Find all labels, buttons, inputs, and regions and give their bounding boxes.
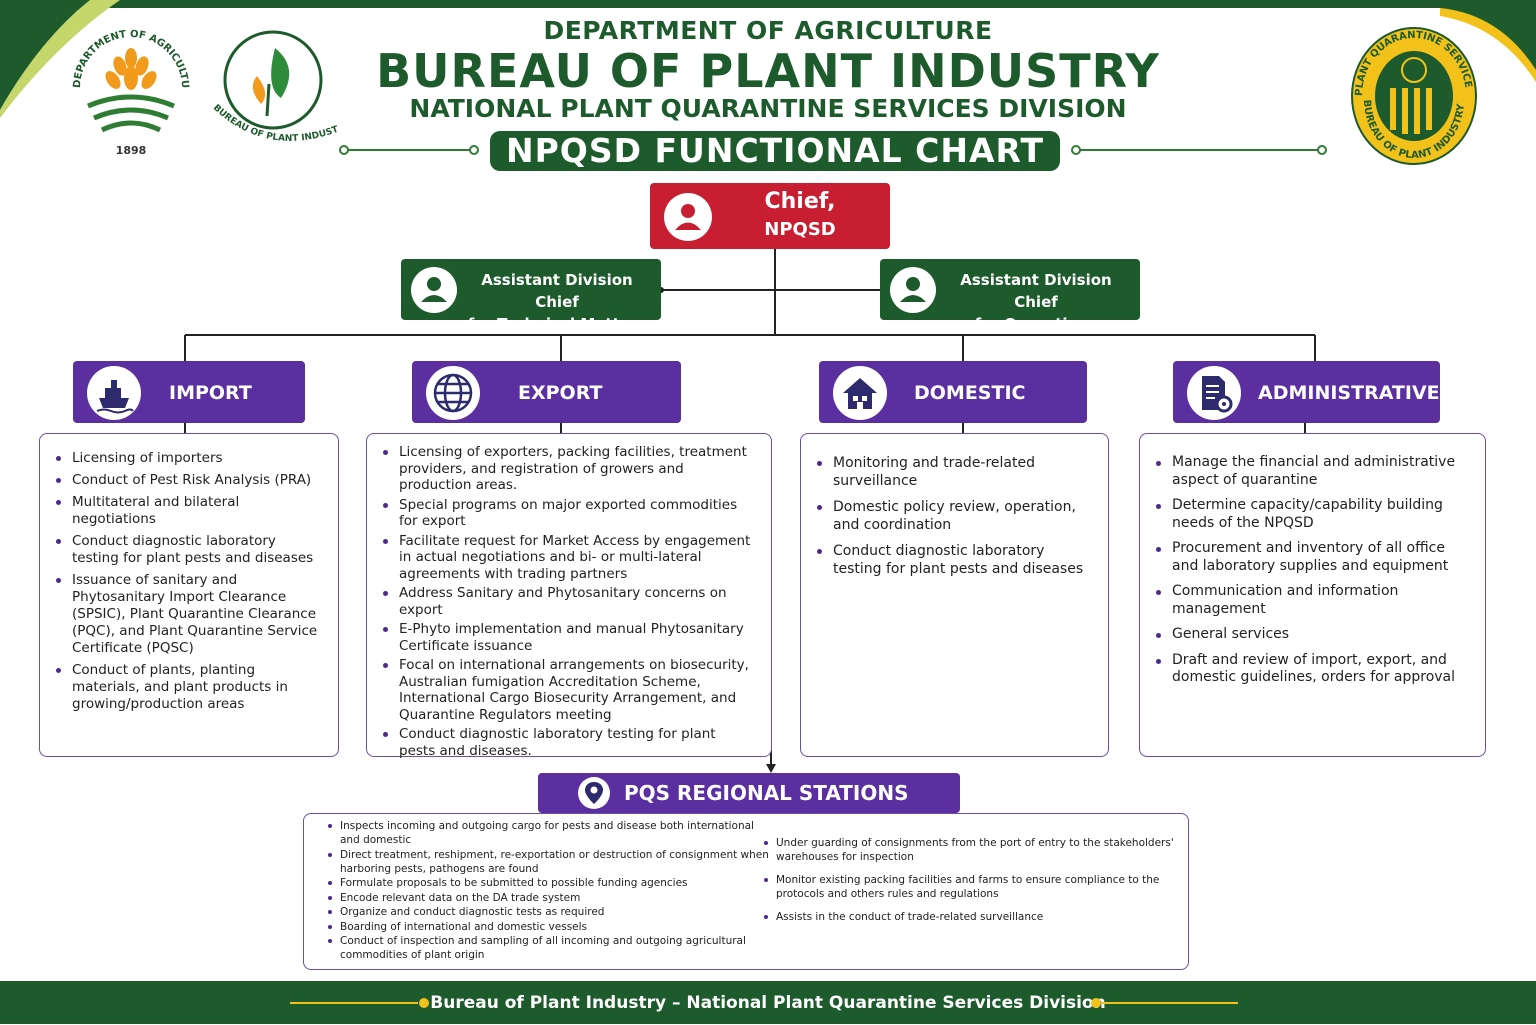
footer-left-ornament xyxy=(290,998,429,1008)
da-logo: DEPARTMENT OF AGRICULTURE 1898 xyxy=(62,10,196,158)
globe-icon xyxy=(426,366,480,420)
assistant-operations-line1: Assistant Division Chief xyxy=(960,271,1112,311)
list-item: Domestic policy review, operation, and c… xyxy=(817,498,1088,534)
person-icon xyxy=(664,193,712,241)
document-gear-icon xyxy=(1187,366,1241,420)
list-item: Draft and review of import, export, and … xyxy=(1156,652,1469,687)
domestic-label: DOMESTIC xyxy=(914,382,1026,404)
location-pin-icon xyxy=(578,777,610,809)
list-item: Procurement and inventory of all office … xyxy=(1156,540,1469,575)
list-item: Inspects incoming and outgoing cargo for… xyxy=(328,819,770,847)
list-item: Address Sanitary and Phytosanitary conce… xyxy=(383,585,755,618)
chief-title: Chief, xyxy=(764,189,836,214)
list-item: Conduct diagnostic laboratory testing fo… xyxy=(383,726,755,759)
list-item: Issuance of sanitary and Phytosanitary I… xyxy=(56,572,326,657)
list-item: General services xyxy=(1156,626,1469,644)
footer-bar xyxy=(0,981,1536,1024)
list-item: Multitateral and bilateral negotiations xyxy=(56,494,326,528)
list-item: Under guarding of consignments from the … xyxy=(764,836,1196,864)
top-bar xyxy=(0,0,1536,8)
list-item: Formulate proposals to be submitted to p… xyxy=(328,876,770,890)
pqs-seal: PLANT QUARANTINE SERVICE BUREAU OF PLANT… xyxy=(1350,26,1478,166)
list-item: Conduct diagnostic laboratory testing fo… xyxy=(817,542,1088,578)
pqs-regional-label: PQS REGIONAL STATIONS xyxy=(624,781,909,805)
list-item: Organize and conduct diagnostic tests as… xyxy=(328,905,770,919)
import-list: Licensing of importers Conduct of Pest R… xyxy=(39,433,339,757)
list-item: Conduct of plants, planting materials, a… xyxy=(56,662,326,713)
footer-text: Bureau of Plant Industry – National Plan… xyxy=(430,993,1106,1013)
assistant-chief-technical: Assistant Division Chief for Technical M… xyxy=(401,259,661,333)
domestic-header: DOMESTIC xyxy=(819,361,1087,423)
chart-title-banner: NPQSD FUNCTIONAL CHART xyxy=(490,131,1060,171)
banner-right-line xyxy=(1071,145,1327,155)
person-icon xyxy=(890,267,936,313)
assistant-technical-line2: for Technical Matters xyxy=(467,315,647,333)
bpi-logo: BUREAU OF PLANT INDUSTRY xyxy=(201,21,345,158)
list-item: E-Phyto implementation and manual Phytos… xyxy=(383,621,755,654)
list-item: Focal on international arrangements on b… xyxy=(383,657,755,723)
chief-box: Chief, NPQSD xyxy=(650,183,890,249)
export-header: EXPORT xyxy=(412,361,681,423)
list-item: Communication and information management xyxy=(1156,583,1469,618)
chief-subtitle: NPQSD xyxy=(764,219,836,240)
list-item: Monitoring and trade-related surveillanc… xyxy=(817,454,1088,490)
assistant-chief-operations: Assistant Division Chief for Operations xyxy=(880,259,1140,333)
import-label: IMPORT xyxy=(169,382,252,404)
division-title: NATIONAL PLANT QUARANTINE SERVICES DIVIS… xyxy=(409,94,1127,123)
person-icon xyxy=(411,267,457,313)
export-list: Licensing of exporters, packing faciliti… xyxy=(366,433,772,759)
house-icon xyxy=(833,366,887,420)
list-item: Manage the financial and administrative … xyxy=(1156,454,1469,489)
assistant-operations-line2: for Operations xyxy=(974,315,1098,333)
import-header: IMPORT xyxy=(73,361,305,423)
list-item: Determine capacity/capability building n… xyxy=(1156,497,1469,532)
banner-left-line xyxy=(339,145,479,155)
footer-right-ornament xyxy=(1091,998,1238,1008)
list-item: Facilitate request for Market Access by … xyxy=(383,533,755,583)
pqs-regional-list: Inspects incoming and outgoing cargo for… xyxy=(303,813,1189,970)
list-item: Assists in the conduct of trade-related … xyxy=(764,910,1196,924)
list-item: Conduct diagnostic laboratory testing fo… xyxy=(56,533,326,567)
administrative-label: ADMINISTRATIVE xyxy=(1258,382,1440,404)
list-item: Licensing of importers xyxy=(56,450,326,467)
list-item: Conduct of Pest Risk Analysis (PRA) xyxy=(56,472,326,489)
da-logo-year: 1898 xyxy=(116,144,147,157)
list-item: Licensing of exporters, packing faciliti… xyxy=(383,444,755,494)
ship-icon xyxy=(87,366,141,420)
list-item: Encode relevant data on the DA trade sys… xyxy=(328,891,770,905)
assistant-chief-technical-label: Assistant Division Chief for Technical M… xyxy=(463,269,651,335)
bureau-title: BUREAU OF PLANT INDUSTRY xyxy=(376,44,1160,98)
administrative-list: Manage the financial and administrative … xyxy=(1139,433,1486,757)
list-item: Conduct of inspection and sampling of al… xyxy=(328,934,770,962)
department-title: DEPARTMENT OF AGRICULTURE xyxy=(543,16,993,45)
assistant-chief-operations-label: Assistant Division Chief for Operations xyxy=(942,269,1130,335)
list-item: Monitor existing packing facilities and … xyxy=(764,873,1196,901)
assistant-technical-line1: Assistant Division Chief xyxy=(481,271,633,311)
administrative-header: ADMINISTRATIVE xyxy=(1173,361,1440,423)
export-label: EXPORT xyxy=(518,382,603,404)
domestic-list: Monitoring and trade-related surveillanc… xyxy=(800,433,1109,757)
pqs-regional-header: PQS REGIONAL STATIONS xyxy=(538,773,960,813)
list-item: Boarding of international and domestic v… xyxy=(328,920,770,934)
list-item: Special programs on major exported commo… xyxy=(383,497,755,530)
list-item: Direct treatment, reshipment, re-exporta… xyxy=(328,848,769,875)
